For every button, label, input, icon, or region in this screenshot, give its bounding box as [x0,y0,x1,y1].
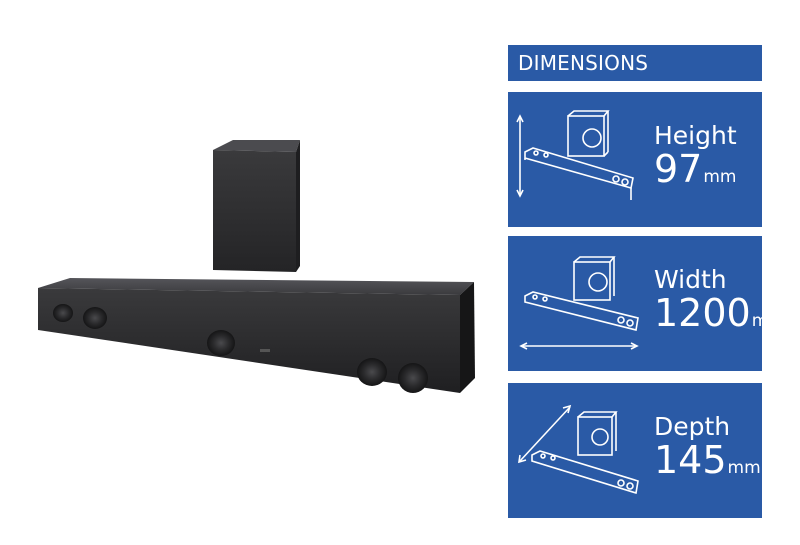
soundbar-icon [524,147,634,200]
height-panel: Height 97mm [508,92,762,227]
height-arrow-icon [516,114,524,198]
subwoofer-icon [567,110,610,157]
subwoofer-icon [573,256,616,301]
subwoofer-icon [577,411,618,456]
width-value-clip: 1200mm [654,292,762,338]
depth-label: Depth [654,412,731,441]
depth-arrow-icon [518,404,572,464]
soundbar-icon [524,291,639,331]
depth-value: 145mm [654,438,761,482]
width-label: Width [654,265,727,294]
soundbar-icon [531,450,639,495]
height-value: 97mm [654,147,737,191]
width-panel: Width 1200mm [508,236,762,371]
depth-panel: Depth 145mm [508,383,762,518]
height-label: Height [654,121,737,150]
width-value: 1200mm [654,292,762,335]
width-arrow-icon [519,342,639,350]
product-image [38,140,475,393]
soundbar [38,278,475,393]
subwoofer [213,140,300,272]
dimensions-header: DIMENSIONS [508,45,762,81]
